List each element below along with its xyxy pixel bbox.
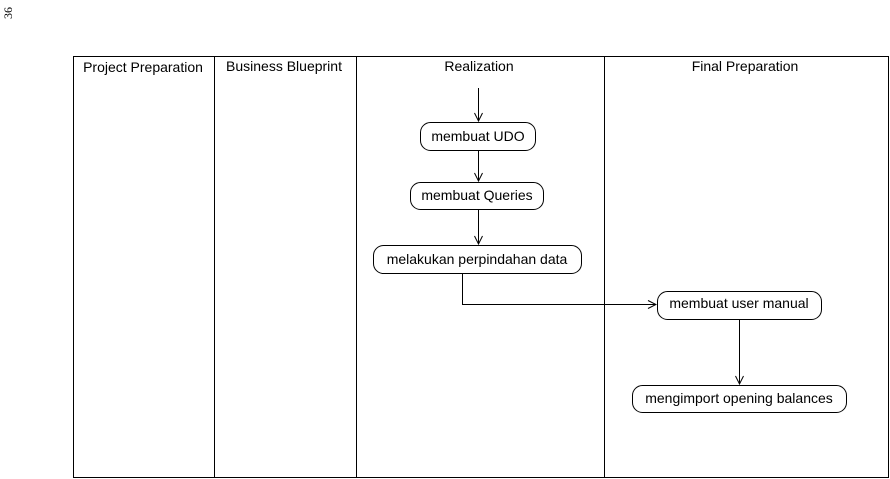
activity-user-manual: membuat user manual [657,291,822,320]
activity-label: mengimport opening balances [645,390,833,406]
activity-label: membuat user manual [669,295,808,311]
activity-membuat-queries: membuat Queries [410,182,544,210]
activity-label: membuat UDO [431,128,524,144]
lane-final-preparation: Final Preparation [604,56,889,478]
lane-title: Realization [444,58,513,74]
flow-arrow [462,274,657,305]
lane-title: Business Blueprint [226,58,342,74]
activity-opening-balances: mengimport opening balances [632,385,847,413]
lane-title: Project Preparation [83,59,203,75]
lane-project-preparation: Project Preparation [73,56,215,478]
lane-business-blueprint: Business Blueprint [214,56,357,478]
activity-membuat-udo: membuat UDO [420,122,536,151]
activity-label: melakukan perpindahan data [387,251,568,267]
activity-label: membuat Queries [421,187,532,203]
activity-perpindahan-data: melakukan perpindahan data [373,245,582,274]
lane-title: Final Preparation [692,58,799,74]
